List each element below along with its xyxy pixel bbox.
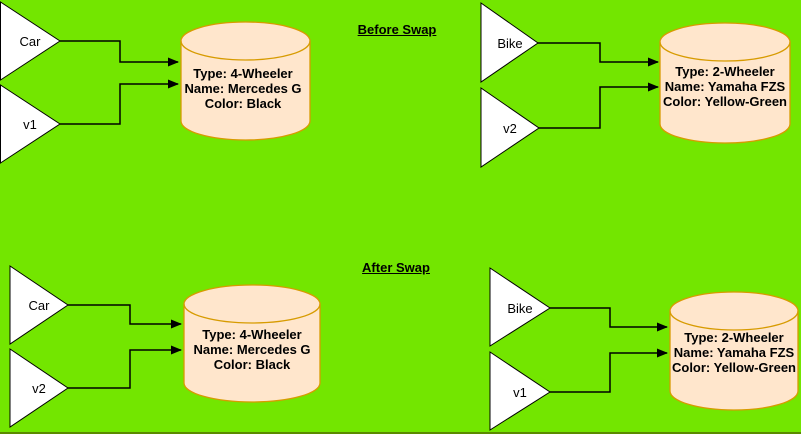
cylinder-node-bike-object-after[interactable] — [669, 291, 799, 411]
triangle-label-v2-before: v2 — [503, 121, 517, 136]
connector-car-to-object-before[interactable] — [60, 40, 179, 67]
triangle-node-v2-after[interactable] — [9, 348, 69, 428]
triangle-label-bike-after: Bike — [507, 301, 533, 316]
cylinder-node-bike-object-before[interactable] — [659, 22, 791, 144]
object-name-line: Name: Yamaha FZS — [664, 79, 786, 94]
canvas-bottom-edge — [0, 432, 801, 434]
object-color-line: Color: Yellow-Green — [662, 94, 787, 109]
cylinder-top-arc-bike-object-after — [669, 310, 799, 331]
object-type-line: Type: 2-Wheeler — [684, 330, 784, 345]
connector-v1-to-object-before[interactable] — [60, 79, 179, 125]
triangle-label-v2-after: v2 — [32, 381, 46, 396]
triangle-node-bike-after[interactable] — [489, 267, 551, 347]
triangle-node-car-before[interactable] — [0, 1, 61, 81]
triangle-label-v1-after: v1 — [513, 385, 527, 400]
cylinder-top-arc-bike-object-before — [659, 41, 791, 62]
object-color-line: Color: Yellow-Green — [671, 360, 796, 375]
triangle-label-v1-before: v1 — [23, 117, 37, 132]
object-name-line: Name: Mercedes G — [193, 342, 311, 357]
connector-v2-to-object-before[interactable] — [539, 82, 659, 129]
object-type-line: Type: 2-Wheeler — [675, 64, 775, 79]
triangle-node-v1-after[interactable] — [489, 351, 551, 431]
triangle-label-bike-before: Bike — [497, 36, 523, 51]
connector-car-to-object-after[interactable] — [68, 304, 182, 329]
triangle-node-car-after[interactable] — [9, 265, 69, 345]
connector-v2-to-object-after[interactable] — [68, 345, 182, 389]
triangle-label-car-before: Car — [19, 34, 41, 49]
triangle-label-car-after: Car — [28, 298, 50, 313]
bike-object-text-before: Type: 2-Wheeler Name: Yamaha FZS Color: … — [648, 64, 801, 109]
object-color-line: Color: Black — [213, 357, 291, 372]
triangle-node-v1-before[interactable] — [0, 84, 61, 164]
object-name-line: Name: Yamaha FZS — [673, 345, 795, 360]
cylinder-node-car-object-before[interactable] — [180, 21, 311, 141]
before-swap-title: Before Swap — [357, 22, 437, 37]
connector-v1-to-object-after[interactable] — [550, 348, 668, 393]
connector-bike-to-object-before[interactable] — [538, 42, 659, 67]
cylinder-top-arc-car-object-before — [180, 40, 311, 61]
connector-bike-to-object-after[interactable] — [550, 307, 668, 332]
bike-object-text-after: Type: 2-Wheeler Name: Yamaha FZS Color: … — [657, 330, 801, 375]
triangle-node-v2-before[interactable] — [480, 87, 540, 168]
object-type-line: Type: 4-Wheeler — [202, 327, 302, 342]
triangle-node-bike-before[interactable] — [480, 2, 539, 83]
object-type-line: Type: 4-Wheeler — [193, 66, 293, 81]
object-color-line: Color: Black — [204, 96, 282, 111]
after-swap-title: After Swap — [362, 260, 430, 275]
car-object-text-after: Type: 4-Wheeler Name: Mercedes G Color: … — [177, 327, 327, 372]
car-object-text-before: Type: 4-Wheeler Name: Mercedes G Color: … — [168, 66, 318, 111]
object-name-line: Name: Mercedes G — [184, 81, 302, 96]
cylinder-node-car-object-after[interactable] — [183, 284, 321, 403]
cylinder-top-arc-car-object-after — [183, 303, 321, 324]
